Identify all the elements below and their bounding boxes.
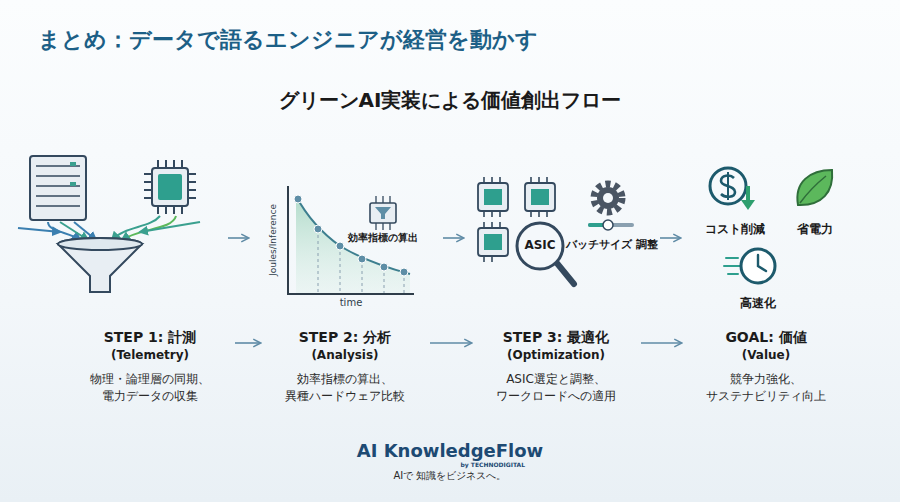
step-title: STEP 3: 最適化	[481, 329, 631, 347]
step-title: STEP 2: 分析	[270, 329, 420, 347]
filter-icon	[370, 196, 396, 230]
logo-subtext: by TECHNODIGITAL	[461, 461, 526, 469]
step-description: 効率指標の算出、 異種ハードウェア比較	[270, 371, 420, 406]
step-subtitle: (Telemetry)	[75, 348, 225, 362]
server-rack	[30, 156, 86, 220]
step-description: ASIC選定と調整、 ワークロードへの適用	[481, 371, 631, 406]
process-step: STEP 2: 分析(Analysis) 効率指標の算出、 異種ハードウェア比較	[270, 329, 420, 406]
step-title: GOAL: 価値	[691, 329, 841, 347]
page-title: まとめ：データで語るエンジニアが経営を動かす	[38, 26, 538, 54]
value-label: コスト削減	[705, 222, 765, 237]
value-label: 高速化	[740, 296, 776, 311]
flow-arrow	[641, 342, 681, 344]
value-label: 省電力	[797, 222, 833, 237]
icon-label: 効率指標の算出	[348, 232, 418, 245]
icon-label: バッチサイズ 調整	[566, 238, 658, 252]
step-title: STEP 1: 計測	[75, 329, 225, 347]
funnel-icon	[58, 238, 142, 292]
flow-arrow	[235, 342, 260, 344]
slider-icon	[590, 220, 632, 230]
logo-text: AI KnowledgeFlow	[357, 440, 543, 463]
flow-heading: グリーンAI実装による価値創出フロー	[279, 88, 622, 113]
clock-icon	[724, 249, 775, 283]
gear-icon	[594, 184, 622, 212]
axis-label: time	[340, 297, 363, 310]
chip-icon	[144, 160, 196, 214]
step-subtitle: (Analysis)	[270, 348, 420, 362]
goal-step: GOAL: 価値(Value) 競争力強化、 サステナビリティ向上	[691, 329, 841, 406]
flow-arrow	[430, 342, 471, 344]
axis-label: Joules/Inference	[268, 204, 279, 276]
step-subtitle: (Optimization)	[481, 348, 631, 362]
step-subtitle: (Value)	[691, 348, 841, 362]
magnifier-icon	[517, 223, 574, 284]
tagline: AIで 知識をビジネスへ。	[394, 470, 507, 483]
process-step: STEP 1: 計測(Telemetry) 物理・論理層の同期、 電力データの収集	[75, 329, 225, 406]
cost-icon	[710, 168, 755, 210]
leaf-icon	[797, 170, 832, 205]
step-description: 物理・論理層の同期、 電力データの収集	[75, 371, 225, 406]
chip-label: ASIC	[524, 238, 555, 253]
step-description: 競争力強化、 サステナビリティ向上	[691, 371, 841, 406]
process-step: STEP 3: 最適化(Optimization) ASIC選定と調整、 ワークロ…	[481, 329, 631, 406]
